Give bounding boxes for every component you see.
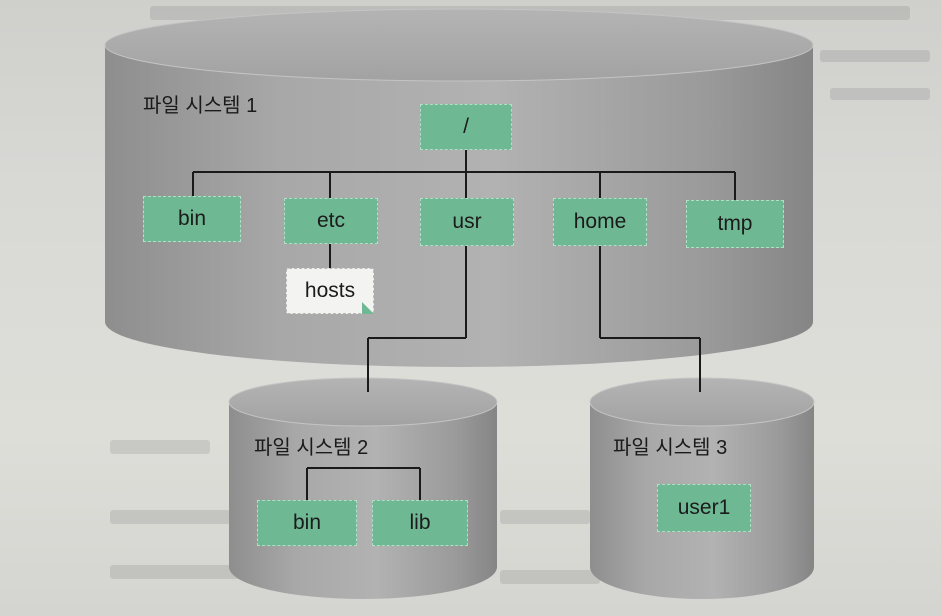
node-root-directory: / bbox=[420, 104, 512, 150]
node-home-directory: home bbox=[553, 198, 647, 246]
node-hosts-file: hosts bbox=[286, 268, 374, 314]
node-user1-directory: user1 bbox=[657, 484, 751, 532]
file-fold-corner bbox=[362, 302, 374, 314]
filesystem-1-title: 파일 시스템 1 bbox=[143, 95, 258, 117]
filesystem-2-title: 파일 시스템 2 bbox=[254, 437, 369, 459]
node-bin-directory: bin bbox=[143, 196, 241, 242]
tree-connectors bbox=[192, 150, 736, 500]
node-etc-directory: etc bbox=[284, 198, 378, 244]
node-hosts-label: hosts bbox=[304, 279, 356, 302]
node-fs2-lib-directory: lib bbox=[372, 500, 468, 546]
cylinder-filesystem-1 bbox=[104, 8, 814, 367]
filesystem-3-title: 파일 시스템 3 bbox=[613, 437, 728, 459]
node-tmp-directory: tmp bbox=[686, 200, 784, 248]
node-fs2-bin-directory: bin bbox=[257, 500, 357, 546]
node-usr-directory: usr bbox=[420, 198, 514, 246]
cylinder-filesystem-2 bbox=[228, 377, 498, 599]
